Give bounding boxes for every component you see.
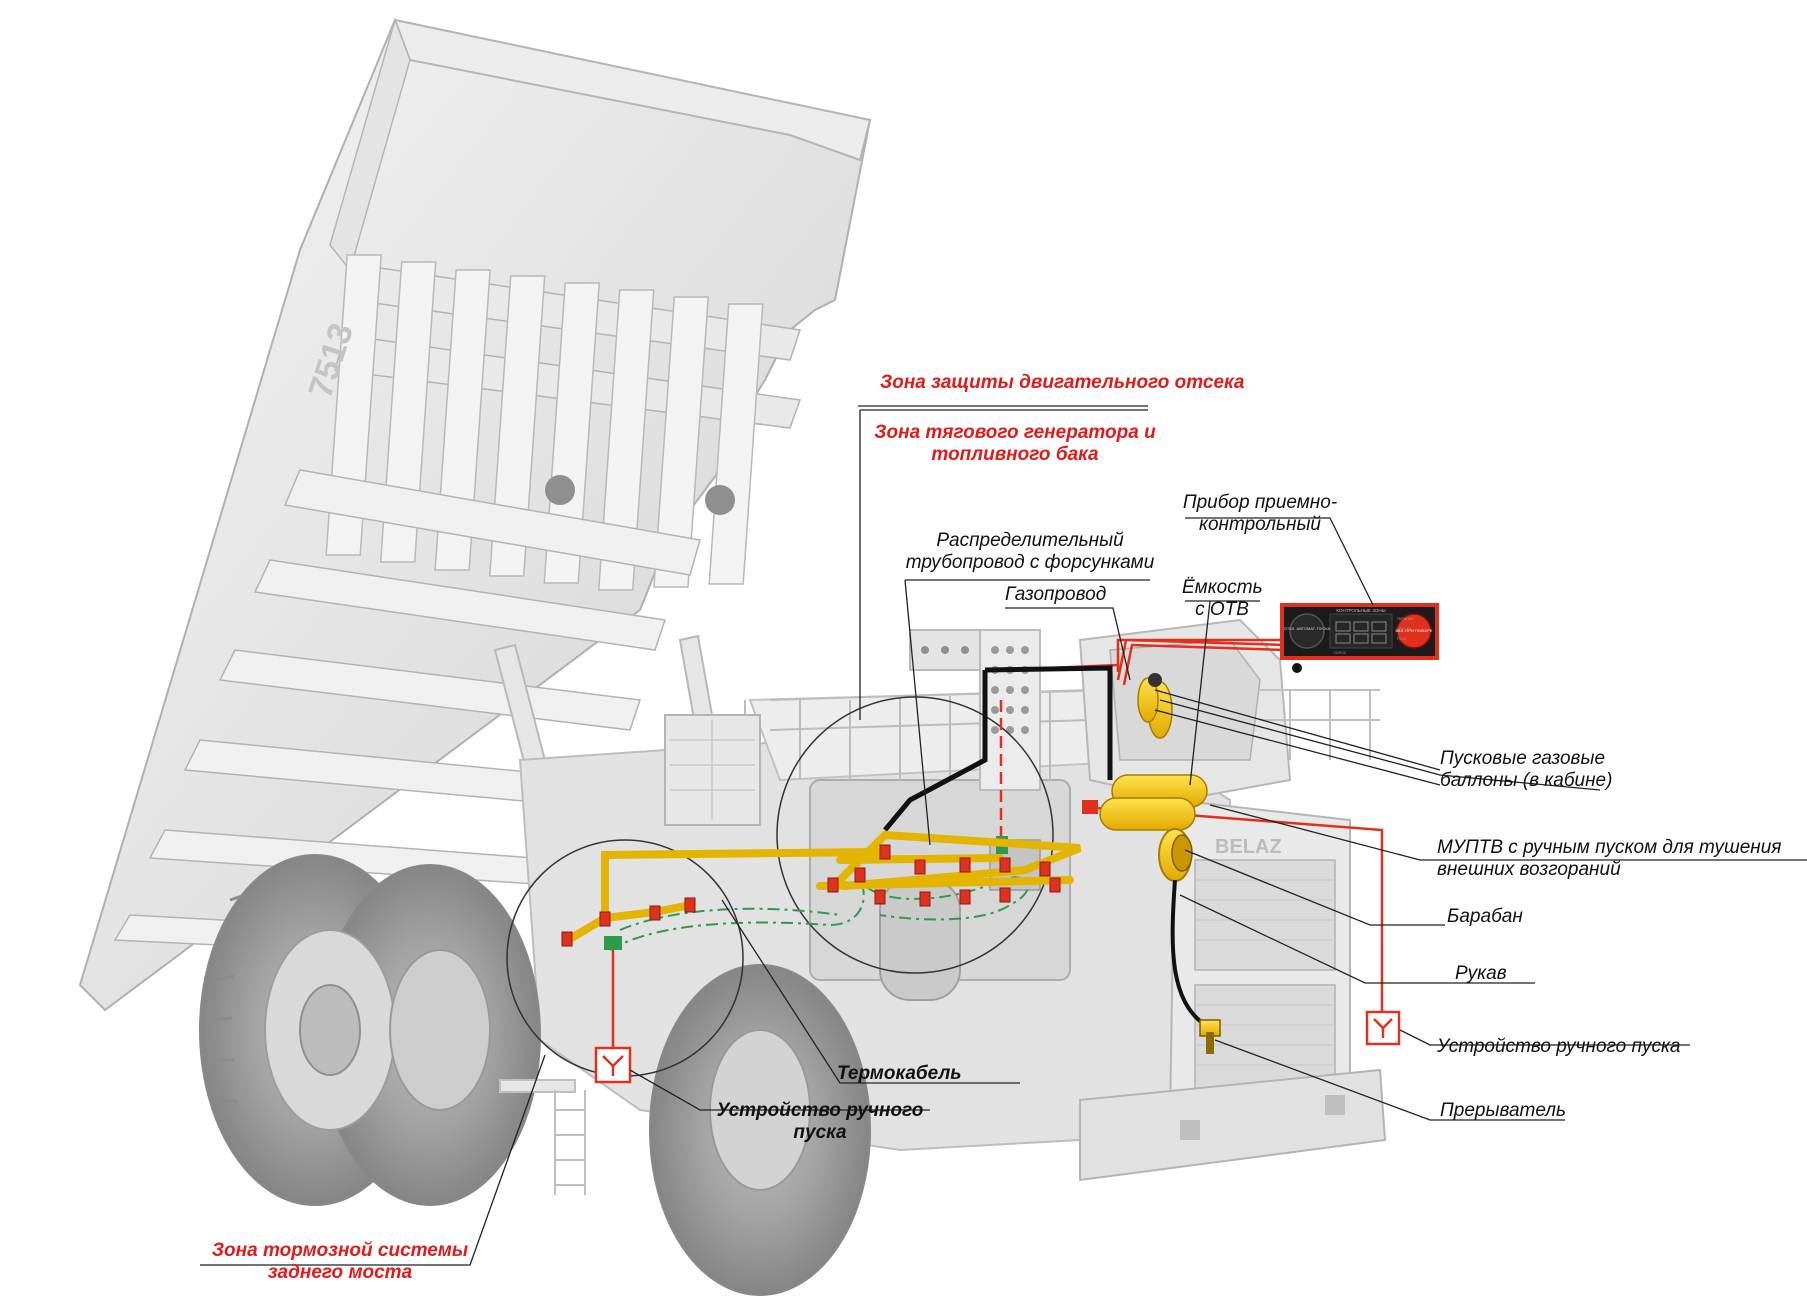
panel-indicator: ПИТАНИЕ: [1397, 617, 1414, 621]
thermo-sensor: [604, 936, 622, 950]
thermocable-route: [609, 876, 1030, 951]
control-panel: КОНТРОЛЬНЫЕ ЗОНЫ ОТКЛ. АВТОМАТ. ПУСКА ВК…: [1280, 603, 1439, 673]
brand-plate: BELAZ: [1215, 836, 1282, 858]
rear-wheels: [199, 854, 541, 1206]
cab: [1078, 618, 1380, 802]
label-drum: Барабан: [1447, 906, 1523, 927]
nozzles: [561, 844, 1061, 947]
ots-tanks: [1082, 774, 1208, 831]
label-gas-line: Газопровод: [1005, 584, 1107, 605]
label-muptv: МУПТВ с ручным пуском для тушения внешни…: [1437, 837, 1782, 880]
label-ots-tank: Ёмкость с ОТВ: [1182, 577, 1263, 620]
manual-start-device-right: [1365, 1010, 1401, 1046]
panel-indicator: НЕИСПР.: [1397, 627, 1412, 631]
label-manual-start-right: Устройство ручного пуска: [1437, 1036, 1681, 1057]
leader-lines: [200, 405, 1807, 1266]
panel-right-button-label: ВКЛ. ПРИ ПОЖАРЕ: [1396, 628, 1433, 633]
panel-indicator: СБРОС: [1334, 651, 1347, 655]
label-start-cylinders: Пусковые газовые баллоны (в кабине): [1440, 748, 1613, 791]
distribution-piping: [564, 830, 1082, 944]
panel-indicator: ПУСК: [1397, 637, 1407, 641]
label-hose: Рукав: [1455, 963, 1507, 984]
hose-line: [1170, 879, 1207, 1027]
panel-left-button-label: ОТКЛ. АВТОМАТ. ПУСКА: [1284, 626, 1331, 631]
zone-circle-engine: [776, 696, 1054, 974]
panel-title: КОНТРОЛЬНЫЕ ЗОНЫ: [1336, 608, 1385, 613]
label-zone-rear-brake: Зона тормозной системы заднего моста: [211, 1240, 469, 1283]
access-ladder: [499, 1079, 586, 1195]
label-thermocable: Термокабель: [837, 1063, 962, 1084]
front-grille: BELAZ: [1079, 798, 1387, 1182]
label-manual-start-center: Устройство ручного пуска: [716, 1100, 924, 1143]
manual-start-device-center: [594, 1046, 632, 1084]
label-control-device: Прибор приемно-контрольный: [1182, 492, 1338, 535]
hose-drum: [1158, 828, 1193, 882]
label-zone-engine: Зона защиты двигательного отсека: [880, 372, 1245, 393]
label-distribution-pipe: Распределительный трубопровод с форсунка…: [905, 530, 1155, 573]
label-interrupter: Прерыватель: [1440, 1100, 1566, 1121]
interrupter-nozzle: [1199, 1019, 1221, 1054]
start-gas-cylinders: [1137, 673, 1173, 739]
label-zone-generator: Зона тягового генератора и топливного ба…: [874, 422, 1156, 465]
gas-line: [883, 665, 1113, 832]
